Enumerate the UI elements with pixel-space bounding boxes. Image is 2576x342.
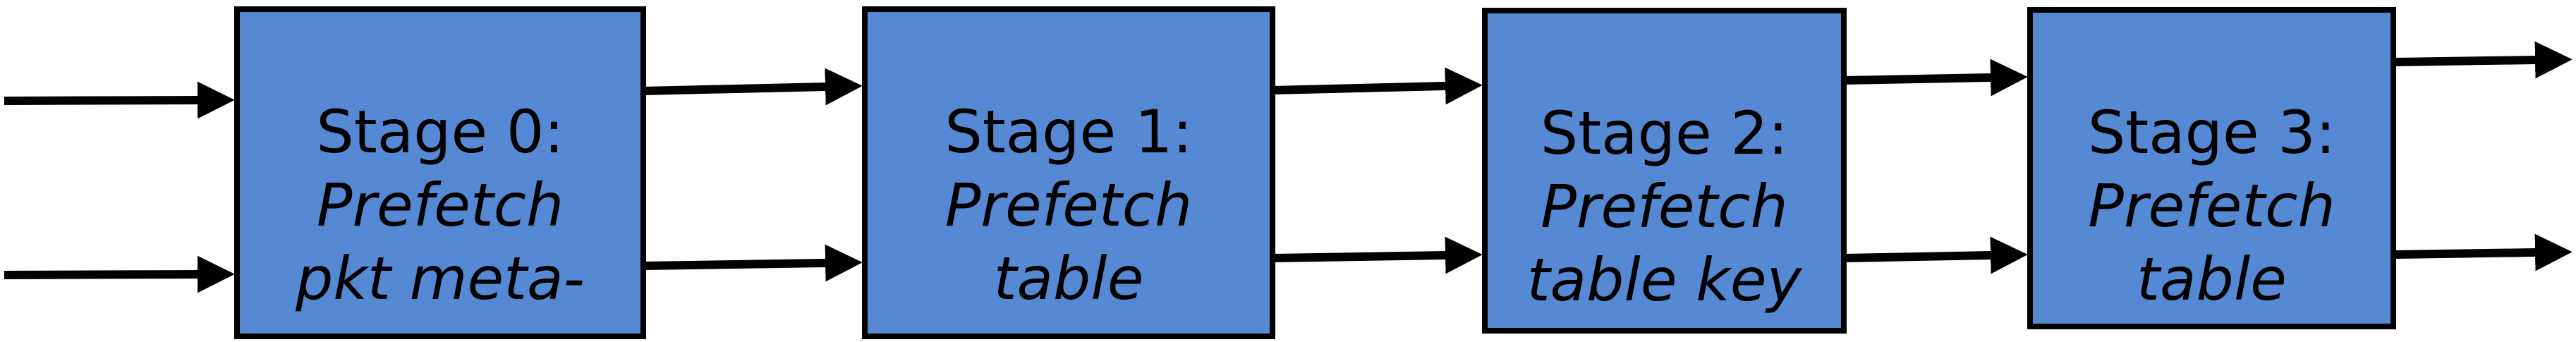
stage-2-title: Stage 2: [1540,99,1789,168]
arrow-stage1-stage2-bottom [1272,236,1483,274]
stage-3-subtitle-line-2: table [2137,245,2287,314]
stage-2-subtitle-line-1: Prefetch [1541,172,1788,241]
stage-1-text: Stage 1: Prefetch table [868,95,1270,315]
stage-box-3: Stage 3: Prefetch table [2027,7,2396,329]
stage-0-title: Stage 0: [316,97,564,166]
stage-3-text: Stage 3: Prefetch table [2033,96,2390,316]
arrow-input-top [4,81,235,119]
arrow-stage2-stage3-top [1843,59,2028,97]
arrow-output-bottom [2393,233,2572,271]
arrow-output-top [2393,41,2572,79]
stage-3-subtitle-line-1: Prefetch [2088,171,2335,240]
stage-box-1: Stage 1: Prefetch table [862,6,1275,339]
stage-0-text: Stage 0: Prefetch pkt meta- [240,95,640,315]
stage-0-subtitle-line-1: Prefetch [316,171,564,240]
stage-1-title: Stage 1: [944,97,1193,166]
arrow-stage0-stage1-top [643,68,863,106]
stage-3-title: Stage 3: [2087,98,2336,167]
stage-2-text: Stage 2: Prefetch table key [1488,97,1841,317]
stage-box-0: Stage 0: Prefetch pkt meta- [234,6,646,339]
arrow-stage0-stage1-bottom [643,244,863,282]
arrow-input-bottom [4,255,235,293]
arrow-stage2-stage3-bottom [1843,236,2028,274]
stage-2-subtitle-line-2: table key [1526,245,1802,314]
stage-1-subtitle-line-1: Prefetch [944,171,1193,240]
stage-0-subtitle-line-2: pkt meta- [296,244,585,313]
stage-box-2: Stage 2: Prefetch table key [1482,8,1847,334]
arrow-stage1-stage2-top [1272,67,1483,105]
stage-1-subtitle-line-2: table [993,244,1144,313]
